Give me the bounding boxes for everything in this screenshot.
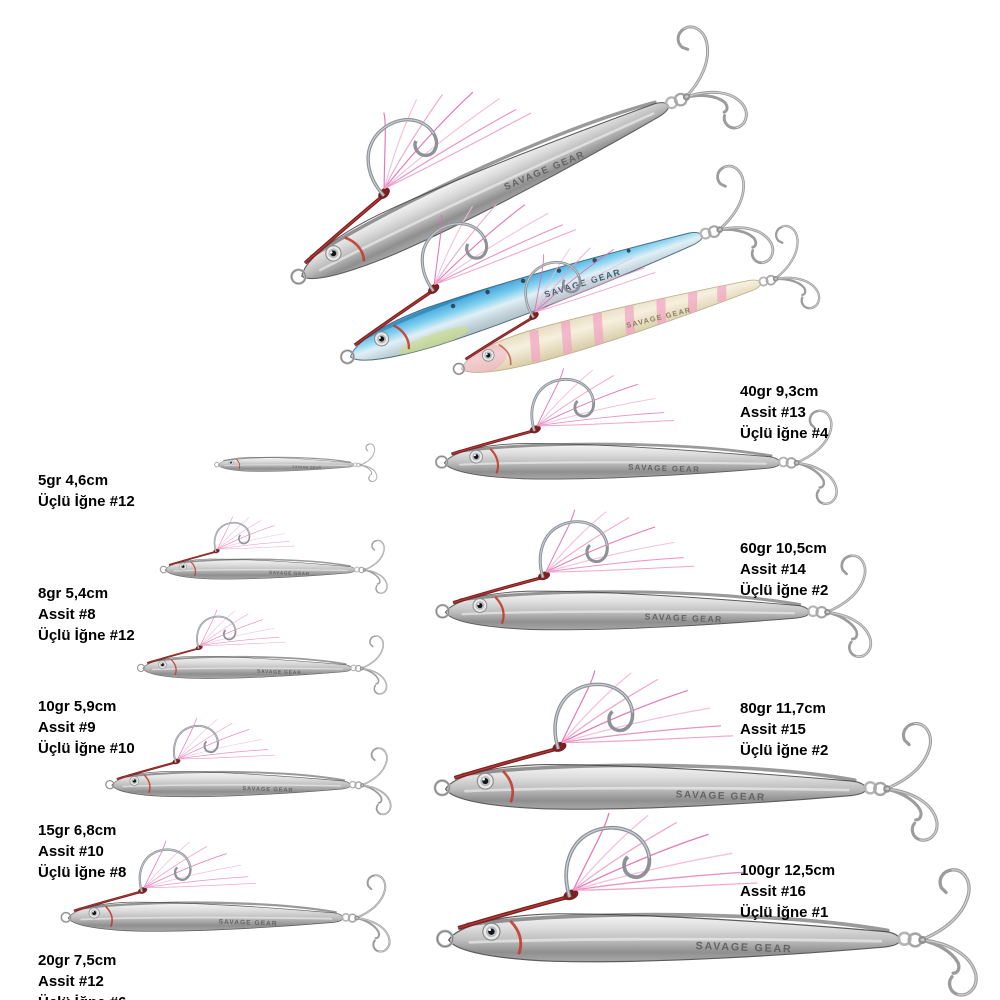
spec-line: Assit #14 xyxy=(740,561,806,578)
spec-line: Üçlü İğne #10 xyxy=(38,740,135,757)
spec-line: Üçlü İğne #1 xyxy=(740,904,829,921)
spec-line: Üçlü İğne #2 xyxy=(740,742,829,759)
spec-line: Üçlü İğne #12 xyxy=(38,627,135,644)
chart-lure-8gr xyxy=(158,514,393,604)
spec-line: 20gr 7,5cm xyxy=(38,952,117,969)
chart-lure-5gr xyxy=(213,425,381,489)
jig-illustration xyxy=(103,717,398,828)
spec-line: 100gr 12,5cm xyxy=(740,862,836,879)
spec-line: 80gr 11,7cm xyxy=(740,700,826,717)
spec-line: Assit #12 xyxy=(38,973,104,990)
spec-line: Üçlü İğne #12 xyxy=(38,493,135,510)
spec-15gr: 15gr 6,8cm Assit #10 Üçlü İğne #8 xyxy=(38,820,126,883)
spec-line: Üçlü İğne #6 xyxy=(38,992,126,1000)
spec-80gr: 80gr 11,7cm Assit #15 Üçlü İğne #2 xyxy=(740,698,828,761)
spec-line: 60gr 10,5cm xyxy=(740,540,827,557)
spec-line: 5gr 4,6cm xyxy=(38,472,109,489)
spec-100gr: 100gr 12,5cm Assit #16 Üçlü İğne #1 xyxy=(740,860,835,923)
spec-60gr: 60gr 10,5cm Assit #14 Üçlü İğne #2 xyxy=(740,538,828,601)
chart-lure-10gr xyxy=(135,607,393,706)
spec-line: Üçlü İğne #4 xyxy=(740,425,829,442)
spec-line: Assit #8 xyxy=(38,606,96,623)
spec-line: Assit #9 xyxy=(38,719,96,736)
spec-line: 10gr 5,9cm xyxy=(38,698,117,715)
jig-illustration xyxy=(432,807,990,1000)
spec-line: Üçlü İğne #8 xyxy=(38,864,127,881)
spec-line: Assit #15 xyxy=(740,721,806,738)
spec-40gr: 40gr 9,3cm Assit #13 Üçlü İğne #4 xyxy=(740,381,828,444)
spec-line: Assit #10 xyxy=(38,843,104,860)
jig-illustration xyxy=(213,425,381,489)
spec-line: Assit #16 xyxy=(740,883,806,900)
spec-line: Üçlü İğne #2 xyxy=(740,582,829,599)
spec-5gr: 5gr 4,6cm Üçlü İğne #12 xyxy=(38,470,135,512)
jig-illustration xyxy=(135,608,393,706)
spec-8gr: 8gr 5,4cm Assit #8 Üçlü İğne #12 xyxy=(38,583,135,646)
spec-20gr: 20gr 7,5cm Assit #12 Üçlü İğne #6 xyxy=(38,950,126,1000)
chart-lure-100gr xyxy=(432,807,990,1000)
chart-lure-15gr xyxy=(103,715,398,828)
spec-line: Assit #13 xyxy=(740,404,806,421)
spec-10gr: 10gr 5,9cm Assit #9 Üçlü İğne #10 xyxy=(38,696,135,759)
spec-line: 40gr 9,3cm xyxy=(740,383,819,400)
spec-line: 15gr 6,8cm xyxy=(38,822,117,839)
jig-illustration xyxy=(158,515,393,604)
spec-line: 8gr 5,4cm xyxy=(38,585,109,602)
